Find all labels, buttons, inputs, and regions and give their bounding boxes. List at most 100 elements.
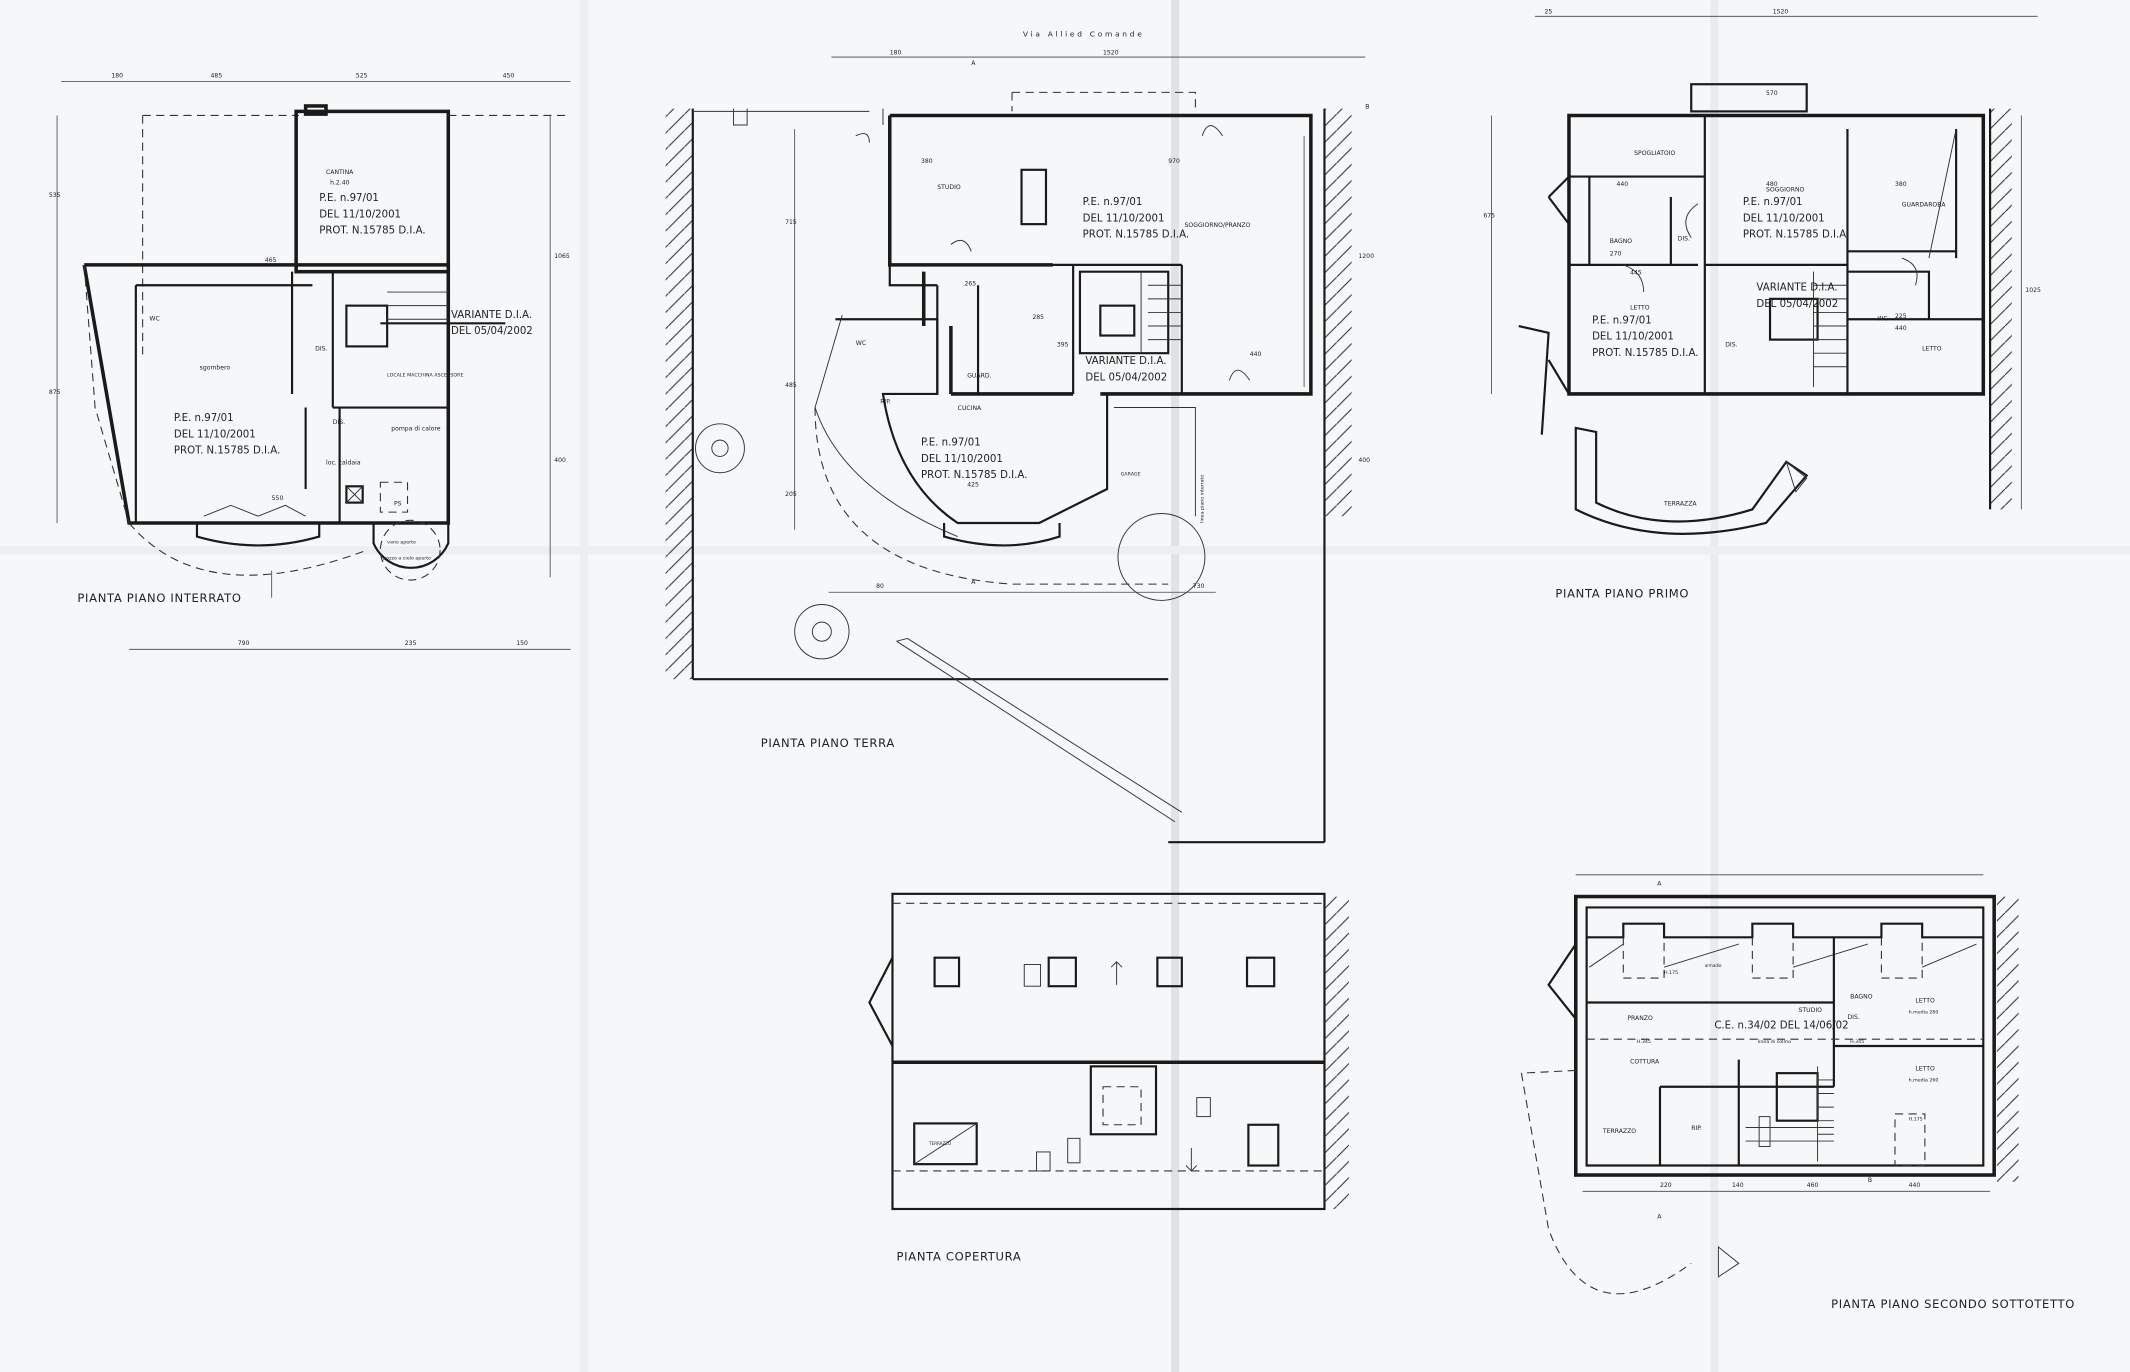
permit-stamp: PROT. N.15785 D.I.A. xyxy=(319,226,425,237)
room-label: STUDIO xyxy=(937,184,961,191)
room-label: h.media 260 xyxy=(1909,1009,1939,1015)
dimension: 485 xyxy=(785,382,797,389)
permit-stamp: PROT. N.15785 D.I.A. xyxy=(921,470,1027,481)
plan-ground-floor: Via Allied Comande 180 1520 A B 715 485 … xyxy=(665,30,1374,844)
dimension: 425 xyxy=(967,481,979,488)
permit-stamp: P.E. n.97/01 xyxy=(921,438,981,449)
plan-title: PIANTA COPERTURA xyxy=(897,1250,1022,1264)
room-label: sgombero xyxy=(200,364,231,371)
dimension: 465 xyxy=(265,257,277,264)
dimension: 675 xyxy=(1483,212,1495,219)
plan-basement: 180 485 525 450 535 875 1065 400 790 235… xyxy=(49,72,571,650)
room-label: COTTURA xyxy=(1630,1059,1660,1066)
dimension: 525 xyxy=(356,72,368,79)
permit-stamp: DEL 11/10/2001 xyxy=(1083,213,1165,224)
dimension: 715 xyxy=(785,219,797,226)
plan-title: PIANTA PIANO INTERRATO xyxy=(77,591,241,605)
permit-stamp: DEL 11/10/2001 xyxy=(319,209,401,220)
dimension: 180 xyxy=(890,49,902,56)
plan-title: PIANTA PIANO PRIMO xyxy=(1555,587,1689,601)
room-label: GARAGE xyxy=(1121,471,1141,477)
plan-title: PIANTA PIANO SECONDO SOTTOTETTO xyxy=(1831,1297,2075,1311)
dimension: 790 xyxy=(238,640,250,647)
plan-title: PIANTA PIANO TERRA xyxy=(761,736,895,750)
room-label: WC xyxy=(856,340,866,347)
variant-stamp: VARIANTE D.I.A. xyxy=(1756,283,1837,294)
variant-stamp: VARIANTE D.I.A. xyxy=(1085,356,1166,367)
room-label: DIS. xyxy=(315,345,327,352)
room-label: h.2.40 xyxy=(330,180,350,187)
room-label: loc. caldaia xyxy=(326,460,361,467)
room-label: linea di colmo xyxy=(1758,1039,1791,1045)
section-marker: A xyxy=(1657,1213,1662,1220)
dimension: 1520 xyxy=(1103,49,1119,56)
dimension: 220 xyxy=(1660,1182,1672,1189)
room-label: H.175 xyxy=(1909,1117,1923,1123)
room-label: LETTO xyxy=(1630,305,1650,312)
dimension: 1025 xyxy=(2025,287,2041,294)
room-label: STUDIO xyxy=(1799,1007,1823,1014)
room-label: WC xyxy=(1877,316,1887,323)
permit-stamp: DEL 11/10/2001 xyxy=(1592,332,1674,343)
permit-stamp: P.E. n.97/01 xyxy=(319,193,379,204)
section-marker: A xyxy=(971,60,976,67)
room-label: LETTO xyxy=(1915,998,1935,1005)
dimension: 150 xyxy=(516,640,528,647)
permit-stamp: P.E. n.97/01 xyxy=(1083,197,1143,208)
permit-stamp: PROT. N.15785 D.I.A. xyxy=(1743,230,1849,241)
room-label: TERRAZZO xyxy=(1602,1128,1636,1135)
room-label: pozzo a cielo aperto xyxy=(383,556,431,562)
section-marker: A xyxy=(1657,881,1662,888)
room-label: H.175 xyxy=(1664,970,1678,976)
dimension: 970 xyxy=(1168,158,1180,165)
plan-first-floor: 25 1520 570 675 1025 440 480 380 445 270… xyxy=(1483,9,2041,601)
room-label: H.345 xyxy=(1637,1039,1651,1045)
dimension: 400 xyxy=(554,457,566,464)
dimension: 285 xyxy=(1032,314,1044,321)
room-label: DIS. xyxy=(1847,1014,1859,1021)
dimension: 1520 xyxy=(1773,9,1789,16)
permit-stamp: DEL 11/10/2001 xyxy=(921,454,1003,465)
dimension: 140 xyxy=(1732,1182,1744,1189)
room-label: CUCINA xyxy=(958,405,982,412)
dimension: 1200 xyxy=(1358,253,1374,260)
dimension: 80 xyxy=(876,583,884,590)
dimension: 445 xyxy=(1630,269,1642,276)
room-label: PRANZO xyxy=(1627,1015,1653,1022)
room-label: PS xyxy=(394,500,402,507)
section-marker: B xyxy=(1868,1177,1872,1184)
room-label: DIS. xyxy=(1725,341,1737,348)
room-label: BAGNO xyxy=(1610,238,1633,245)
room-label: LOCALE MACCHINA ASCENSORE xyxy=(387,372,463,378)
plan-roof: TERRAZZO PIANTA COPERTURA xyxy=(868,892,1349,1264)
dimension: 205 xyxy=(785,491,797,498)
permit-stamp: PROT. N.15785 D.I.A. xyxy=(1592,348,1698,359)
permit-stamp: DEL 11/10/2001 xyxy=(1743,213,1825,224)
dimension: 440 xyxy=(1617,181,1629,188)
dimension: 380 xyxy=(1895,181,1907,188)
variant-stamp: DEL 05/04/2002 xyxy=(451,326,533,337)
room-label: linea piano interrato xyxy=(1200,475,1206,523)
room-label: GUARDAROBA xyxy=(1902,201,1947,208)
dimension: 485 xyxy=(211,72,223,79)
variant-stamp: DEL 05/04/2002 xyxy=(1085,372,1167,383)
permit-stamp: C.E. n.34/02 DEL 14/06/02 xyxy=(1714,1020,1848,1031)
section-marker: B xyxy=(1365,104,1369,111)
dimension: 1065 xyxy=(554,253,570,260)
room-label: SPOGLIATOIO xyxy=(1634,150,1675,157)
room-label: TERRAZZO xyxy=(928,1141,951,1146)
room-label: RIP. xyxy=(1691,1125,1702,1132)
permit-stamp: P.E. n.97/01 xyxy=(174,413,234,424)
permit-stamp: PROT. N.15785 D.I.A. xyxy=(1083,230,1189,241)
section-marker: A xyxy=(971,579,976,586)
room-label: SOGGIORNO/PRANZO xyxy=(1185,222,1251,229)
permit-stamp: DEL 11/10/2001 xyxy=(174,429,256,440)
dimension: 550 xyxy=(272,495,284,502)
room-label: GUARD. xyxy=(967,373,991,380)
permit-stamp: P.E. n.97/01 xyxy=(1592,315,1652,326)
room-label: armadio xyxy=(1705,963,1722,968)
dimension: 25 xyxy=(1545,9,1553,16)
room-label: SOGGIORNO xyxy=(1766,187,1805,194)
tree-icon xyxy=(794,604,850,660)
